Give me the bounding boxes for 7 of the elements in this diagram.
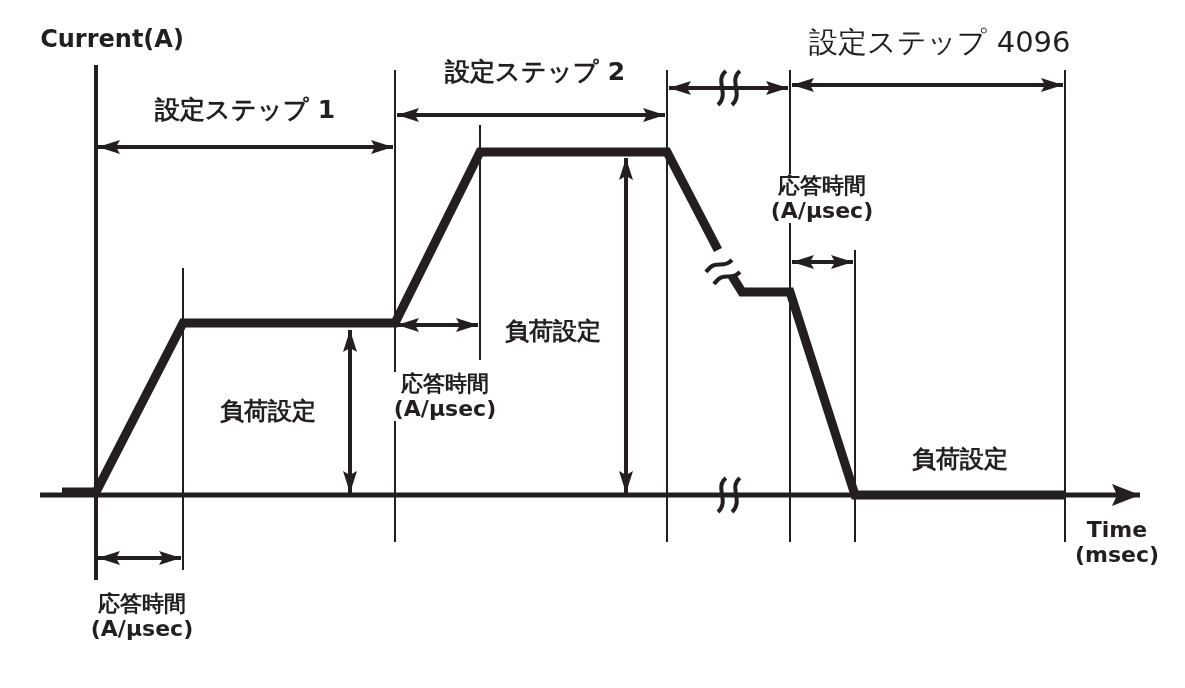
step-label: 設定ステップ 2 [444,58,626,86]
load-label: 負荷設定 [505,318,601,345]
load-label: 負荷設定 [220,398,316,425]
step-label: 設定ステップ 1 [154,96,336,124]
step-label: 設定ステップ 4096 [809,26,1071,59]
axis-label: Current(A) [40,26,184,53]
load-label: 負荷設定 [912,446,1008,473]
